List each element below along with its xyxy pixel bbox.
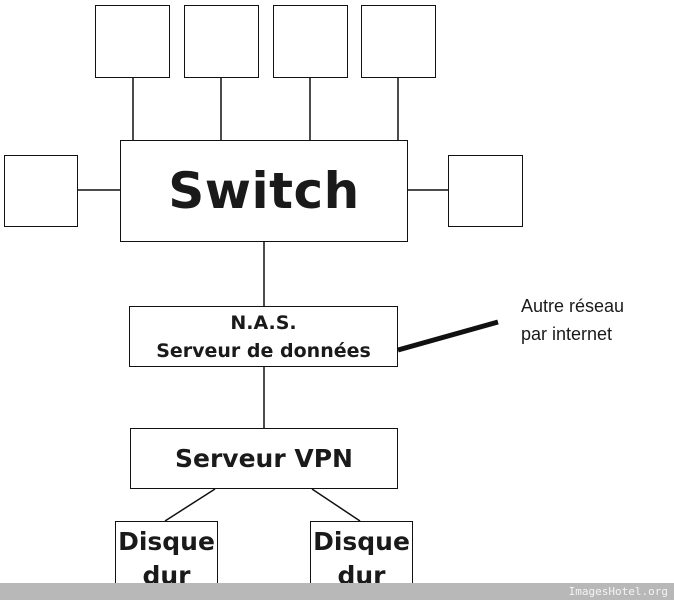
switch-box xyxy=(120,140,408,242)
connector-vpn-disk-left xyxy=(164,488,216,522)
watermark-bar: ImagesHotel.org xyxy=(0,583,674,600)
device-box-top-2 xyxy=(184,5,259,78)
switch-label: Switch xyxy=(168,162,360,220)
vpn-server-label: Serveur VPN xyxy=(175,444,353,473)
device-box-left xyxy=(4,155,78,227)
device-box-top-1 xyxy=(95,5,170,78)
external-network-note: Autre réseau par internet xyxy=(521,296,625,344)
watermark-text: ImagesHotel.org xyxy=(568,585,668,598)
nas-box xyxy=(129,306,398,367)
vpn-server-box xyxy=(130,428,398,489)
device-box-top-3 xyxy=(273,5,348,78)
nas-label: N.A.S. Serveur de données xyxy=(156,311,371,362)
internet-link-line xyxy=(397,319,499,353)
connector-vpn-disk-right xyxy=(311,488,361,522)
device-box-top-4 xyxy=(361,5,436,78)
device-box-right xyxy=(448,155,523,227)
